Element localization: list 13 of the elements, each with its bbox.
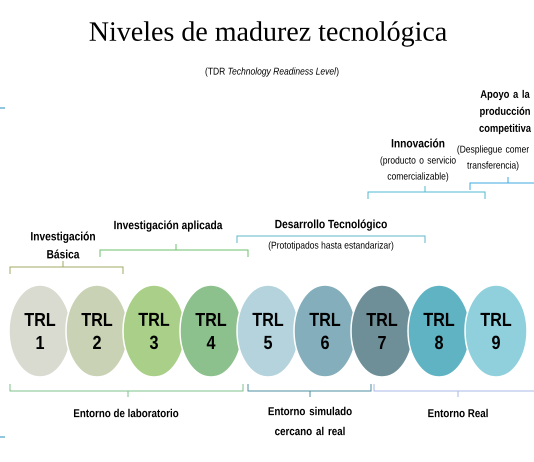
title: Niveles de madurez tecnológica	[90, 21, 447, 47]
phase-label: Investigación Básica	[31, 232, 95, 258]
environment-label: Entorno Real	[428, 408, 488, 418]
phase-label: Apoyo a la producción competitiva	[479, 90, 532, 134]
phase-label: Desarrollo Tecnológico	[275, 219, 387, 231]
subtitle: (TDR Technology Readiness Level)	[206, 67, 338, 77]
phase-label: Investigación aplicada	[114, 220, 222, 232]
phase-label: Innovación	[392, 138, 444, 148]
environment-label: Entorno de laboratorio	[74, 408, 178, 418]
environment-label: Entorno simulado cercano al real	[268, 406, 352, 436]
phase-note: (Despliegue comer transferencia)	[457, 145, 529, 171]
phase-note: (producto o servicio comercializable)	[380, 156, 456, 182]
phase-note: (Prototipados hasta estandarizar)	[268, 241, 394, 251]
